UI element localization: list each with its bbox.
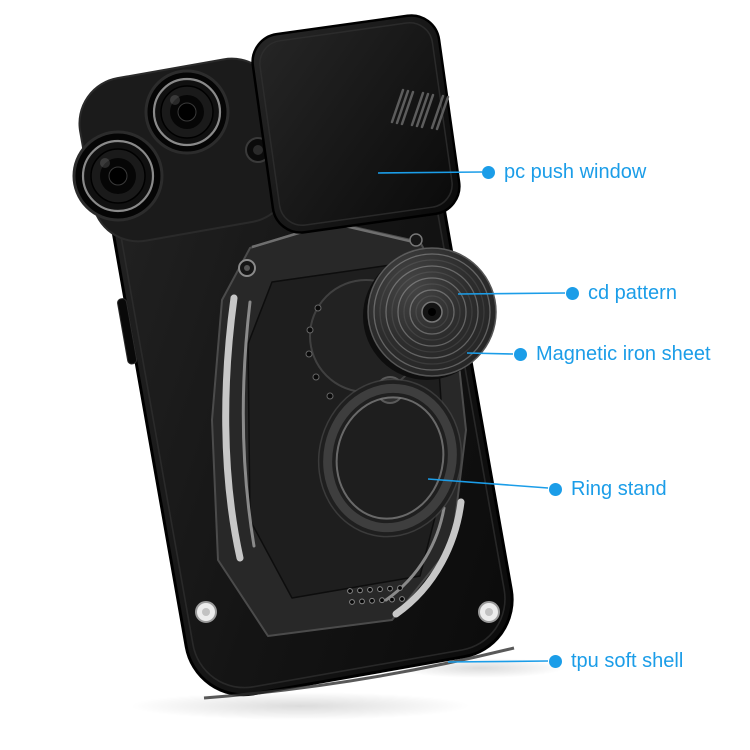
plate-gray-accent-left bbox=[241, 300, 256, 548]
callout-line-magnetic-iron-sheet bbox=[466, 352, 514, 355]
case-shadow bbox=[395, 658, 565, 678]
power-button bbox=[117, 298, 138, 365]
callout-label: Ring stand bbox=[571, 478, 667, 500]
callout-lines bbox=[377, 171, 566, 663]
plate-silver-accent-left bbox=[222, 294, 244, 562]
callout-magnetic-iron-sheet: Magnetic iron sheet bbox=[514, 343, 711, 365]
callout-label: tpu soft shell bbox=[571, 650, 684, 672]
cd-pattern-disc bbox=[363, 247, 497, 380]
speaker-dots bbox=[347, 585, 405, 605]
callout-dot bbox=[482, 165, 495, 179]
callout-line-pc-push-window bbox=[377, 171, 483, 174]
phone-case bbox=[72, 14, 515, 700]
case-bottom-rim-highlight bbox=[203, 646, 515, 700]
panel-grip-hatches bbox=[390, 88, 450, 131]
callout-cd-pattern: cd pattern bbox=[566, 282, 677, 304]
plate-gray-accent-bottom bbox=[384, 506, 446, 602]
callout-dot bbox=[514, 347, 527, 361]
callout-label: pc push window bbox=[504, 161, 647, 183]
callout-line-cd-pattern bbox=[457, 292, 566, 295]
callout-ring-stand: Ring stand bbox=[549, 478, 667, 500]
callout-dot bbox=[549, 654, 562, 668]
case-shadow bbox=[130, 692, 470, 720]
callout-tpu-soft-shell: tpu soft shell bbox=[549, 650, 683, 672]
plate-screw-top-left-center bbox=[244, 265, 250, 271]
corner-bumper-bottom-right bbox=[478, 601, 500, 623]
plate-screw-top-right bbox=[409, 233, 423, 247]
plate-silver-accent-bottom bbox=[392, 498, 465, 618]
camera-lens-bottom bbox=[72, 130, 164, 222]
camera-lens-top bbox=[144, 69, 230, 155]
callout-dot bbox=[566, 286, 579, 300]
callout-label: cd pattern bbox=[588, 282, 677, 304]
callout-line-tpu-soft-shell bbox=[447, 660, 549, 663]
callout-pc-push-window: pc push window bbox=[482, 161, 646, 183]
ring-stand bbox=[317, 378, 463, 538]
callout-label: Magnetic iron sheet bbox=[536, 343, 711, 365]
corner-bumper-bottom-left bbox=[195, 601, 217, 623]
push-window-panel bbox=[251, 14, 461, 234]
callout-dot bbox=[549, 482, 562, 496]
callout-line-ring-stand bbox=[427, 478, 549, 489]
